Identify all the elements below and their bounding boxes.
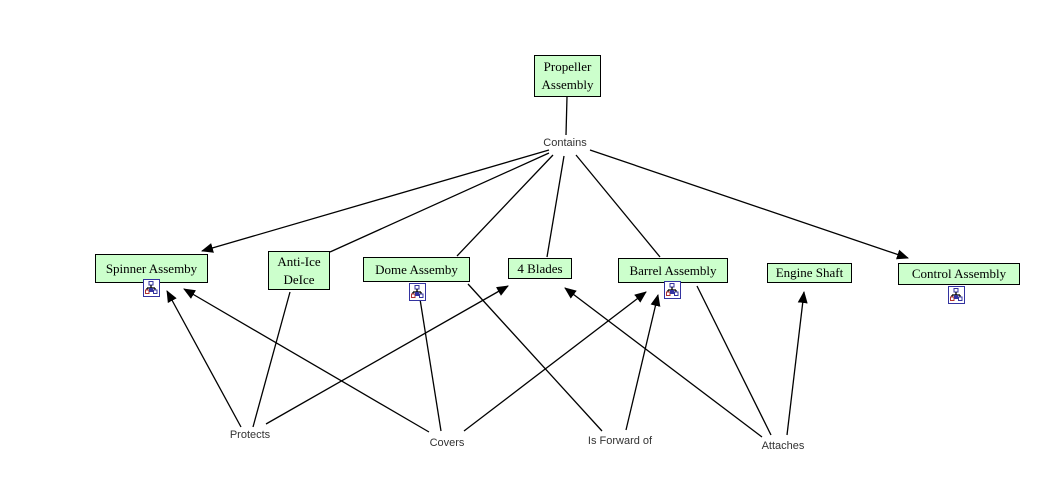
concept-label: 4 Blades <box>517 260 563 276</box>
phrase-is-forward-of[interactable]: Is Forward of <box>585 435 655 447</box>
phrase-protects[interactable]: Protects <box>227 429 273 441</box>
concept-label: Dome Assemby <box>375 261 458 277</box>
link-attaches-blades[interactable] <box>564 287 763 438</box>
concept-barrel-assembly[interactable]: Barrel Assembly <box>618 258 728 283</box>
concept-4-blades[interactable]: 4 Blades <box>508 258 572 279</box>
link-barrel-attaches[interactable] <box>696 285 772 436</box>
phrase-covers[interactable]: Covers <box>427 437 467 449</box>
link-contains-control[interactable] <box>589 149 909 260</box>
link-dome-covers[interactable] <box>419 298 442 432</box>
concept-label: Spinner Assemby <box>105 260 198 276</box>
concept-control-assembly[interactable]: Control Assembly <box>898 263 1020 285</box>
link-propeller-contains[interactable] <box>565 96 568 136</box>
link-anti-ice-protects[interactable] <box>252 291 291 428</box>
resource-link-icon[interactable] <box>664 281 681 299</box>
concept-engine-shaft[interactable]: Engine Shaft <box>767 263 852 283</box>
resource-link-icon[interactable] <box>948 286 965 304</box>
concept-propeller-assembly[interactable]: Propeller Assembly <box>534 55 601 97</box>
link-attaches-engine-shaft[interactable] <box>786 291 808 436</box>
link-is-forward-of-barrel[interactable] <box>625 294 661 431</box>
link-protects-spinner[interactable] <box>166 290 242 428</box>
link-contains-barrel[interactable] <box>575 154 661 258</box>
concept-dome-assembly[interactable]: Dome Assemby <box>363 257 470 282</box>
link-contains-dome[interactable] <box>456 154 554 257</box>
link-contains-blades[interactable] <box>546 155 565 258</box>
resource-link-icon[interactable] <box>143 279 160 297</box>
link-protects-blades[interactable] <box>265 285 509 425</box>
link-contains-spinner[interactable] <box>201 149 550 253</box>
link-dome-is-forward-of[interactable] <box>467 283 603 432</box>
link-covers-spinner[interactable] <box>183 288 430 433</box>
concept-label: Propeller Assembly <box>541 59 594 92</box>
concept-anti-ice-deice[interactable]: Anti-Ice DeIce <box>268 251 330 290</box>
concept-label: Control Assembly <box>911 266 1007 281</box>
phrase-contains[interactable]: Contains <box>541 137 589 149</box>
concept-label: Barrel Assembly <box>629 262 717 278</box>
resource-link-icon[interactable] <box>409 283 426 301</box>
phrase-attaches[interactable]: Attaches <box>759 440 807 452</box>
concept-label: Anti-Ice DeIce <box>277 253 321 287</box>
link-contains-anti-ice[interactable] <box>329 152 550 253</box>
concept-spinner-assembly[interactable]: Spinner Assemby <box>95 254 208 283</box>
concept-label: Engine Shaft <box>775 265 844 280</box>
link-covers-barrel[interactable] <box>463 291 647 432</box>
